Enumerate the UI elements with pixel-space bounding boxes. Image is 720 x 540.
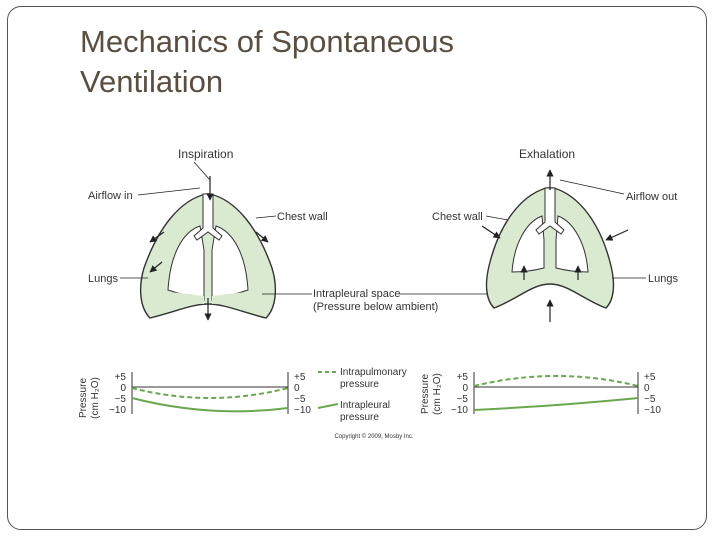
left-intrapulmonary-curve — [131, 387, 289, 399]
pressure-graph-right: Pressure (cm H₂O) +5 0 −5 −10 +5 0 −5 −1… — [420, 372, 661, 416]
pressure-axis-unit-right: (cm H₂O) — [432, 373, 443, 415]
legend-intrapleural-1: Intrapleural — [340, 400, 390, 411]
exhalation-heading: Exhalation — [519, 147, 575, 161]
tick-right-b-m10: −10 — [644, 405, 661, 416]
tick-mid-p5: +5 — [294, 372, 306, 383]
intrapleural-callout: Intrapleural space (Pressure below ambie… — [262, 288, 496, 313]
title-line-1: Mechanics of Spontaneous — [80, 24, 454, 59]
exhalation-thorax — [485, 187, 615, 309]
tick-right-a-m10: −10 — [451, 405, 468, 416]
tick-right-a-0: 0 — [462, 383, 468, 394]
exhalation-inner-cavity — [511, 215, 589, 273]
slide-title: Mechanics of Spontaneous Ventilation — [80, 22, 454, 102]
tick-right-b-0: 0 — [644, 383, 650, 394]
inspiration-diaphragm-fill — [170, 292, 246, 304]
tick-right-a-p5: +5 — [457, 372, 469, 383]
airflow-in-pointer — [137, 187, 201, 196]
slide-frame — [7, 6, 707, 530]
pressure-axis-label-left: Pressure — [78, 378, 89, 418]
chest-in-arrow-left — [481, 225, 501, 239]
tick-right-b-m5: −5 — [644, 394, 656, 405]
lungs-label-left: Lungs — [88, 273, 118, 285]
tick-mid-m10: −10 — [294, 405, 311, 416]
tick-mid-m5: −5 — [294, 394, 306, 405]
title-line-2: Ventilation — [80, 64, 224, 99]
tick-left-0: 0 — [120, 383, 126, 394]
pressure-graph-left: Pressure (cm H₂O) +5 0 −5 −10 +5 0 −5 −1… — [78, 372, 311, 419]
tick-left-p5: +5 — [115, 372, 127, 383]
chest-wall-pointer-right — [485, 215, 509, 221]
pressure-legend: Intrapulmonary pressure Intrapleural pre… — [317, 367, 407, 423]
legend-intrapulmonary-1: Intrapulmonary — [340, 367, 407, 378]
chest-wall-label-left: Chest wall — [277, 211, 328, 223]
heading-pointer — [193, 161, 211, 181]
lungs-label-right: Lungs — [648, 273, 678, 285]
inspiration-trachea — [193, 193, 223, 241]
chest-wall-label-right: Chest wall — [432, 211, 483, 223]
tick-left-m10: −10 — [109, 405, 126, 416]
pressure-axis-label-right: Pressure — [420, 374, 431, 414]
chest-out-arrow-right — [255, 231, 269, 243]
tick-right-b-p5: +5 — [644, 372, 656, 383]
legend-intrapulmonary-2: pressure — [340, 379, 379, 390]
chest-out-arrow-left-upper — [149, 231, 165, 243]
legend-intrapleural-2: pressure — [340, 412, 379, 423]
chest-out-arrow-left-lower — [149, 261, 163, 273]
exhalation-panel: Exhalation Airflow out Chest wall Lungs — [432, 147, 678, 322]
pressure-axis-unit-left: (cm H₂O) — [90, 377, 101, 419]
airflow-out-label: Airflow out — [626, 191, 677, 203]
copyright-note: Copyright © 2009, Mosby Inc. — [334, 433, 413, 440]
left-intrapleural-curve — [131, 397, 289, 413]
inspiration-panel: Inspiration Airflow in Chest wall Lungs — [88, 147, 328, 321]
intrapleural-note-label: (Pressure below ambient) — [313, 301, 438, 313]
airflow-out-pointer — [559, 179, 625, 195]
tick-right-a-m5: −5 — [457, 394, 469, 405]
inspiration-heading: Inspiration — [178, 147, 233, 161]
tick-left-m5: −5 — [115, 394, 127, 405]
exhalation-trachea — [535, 187, 565, 235]
intrapleural-space-label: Intrapleural space — [313, 288, 400, 300]
chest-wall-pointer-left — [255, 215, 277, 219]
tick-mid-0: 0 — [294, 383, 300, 394]
right-intrapulmonary-curve — [473, 375, 639, 387]
chest-in-arrow-right — [605, 229, 629, 241]
right-intrapleural-curve — [473, 397, 639, 411]
airflow-in-label: Airflow in — [88, 190, 133, 202]
legend-solid-swatch — [317, 403, 339, 409]
